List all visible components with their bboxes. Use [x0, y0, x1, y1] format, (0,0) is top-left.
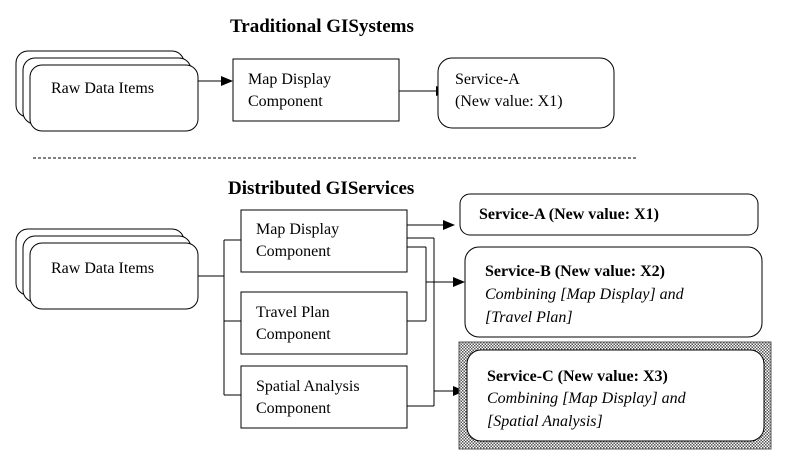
distributed-service-c-title: Service-C (New value: X3) — [487, 368, 668, 385]
traditional-service-a-line1: Service-A — [455, 71, 520, 88]
distributed-service-c-box: Service-C (New value: X3) Combining [Map… — [458, 341, 772, 450]
connector-to-service-c — [407, 386, 465, 407]
distributed-spatial-analysis-box: Spatial Analysis Component — [240, 365, 408, 429]
distributed-travel-plan-box: Travel Plan Component — [240, 291, 408, 355]
distributed-map-display-line2: Component — [256, 243, 331, 260]
distributed-map-display-box: Map Display Component — [240, 209, 408, 273]
distributed-service-c-desc-line1: Combining [Map Display] and — [487, 390, 687, 407]
traditional-map-display-line2: Component — [248, 93, 323, 110]
distributed-map-display-line1: Map Display — [256, 221, 339, 238]
distributed-service-b-desc-line2: [Travel Plan] — [485, 309, 573, 326]
traditional-service-a-line2: (New value: X1) — [455, 93, 563, 110]
distributed-title: Distributed GIServices — [228, 178, 414, 199]
distributed-service-b-box: Service-B (New value: X2) Combining [Map… — [464, 246, 763, 338]
distributed-raw-data-label: Raw Data Items — [51, 260, 154, 277]
distributed-travel-plan-line2: Component — [256, 326, 331, 343]
distributed-spatial-analysis-line1: Spatial Analysis — [256, 378, 360, 395]
distributed-service-c-desc-line2: [Spatial Analysis] — [487, 413, 603, 430]
distributed-raw-data-stack: Raw Data Items — [15, 228, 199, 310]
traditional-map-display-line1: Map Display — [248, 71, 331, 88]
distributed-service-a-box: Service-A (New value: X1) — [459, 193, 759, 236]
distributed-service-b-desc-line1: Combining [Map Display] and — [485, 286, 685, 303]
distributed-service-b-title: Service-B (New value: X2) — [485, 263, 665, 280]
traditional-raw-data-stack: Raw Data Items — [15, 50, 199, 132]
distributed-travel-plan-line1: Travel Plan — [256, 304, 330, 321]
raw-data-connector — [198, 239, 241, 396]
traditional-title: Traditional GISystems — [230, 16, 414, 37]
traditional-map-display-box: Map Display Component — [232, 58, 400, 122]
traditional-raw-data-label: Raw Data Items — [51, 80, 154, 97]
distributed-spatial-analysis-line2: Component — [256, 400, 331, 417]
connector-to-service-b — [407, 237, 465, 406]
distributed-service-a-title: Service-A (New value: X1) — [479, 206, 659, 223]
traditional-service-a-box: Service-A (New value: X1) — [437, 57, 615, 129]
